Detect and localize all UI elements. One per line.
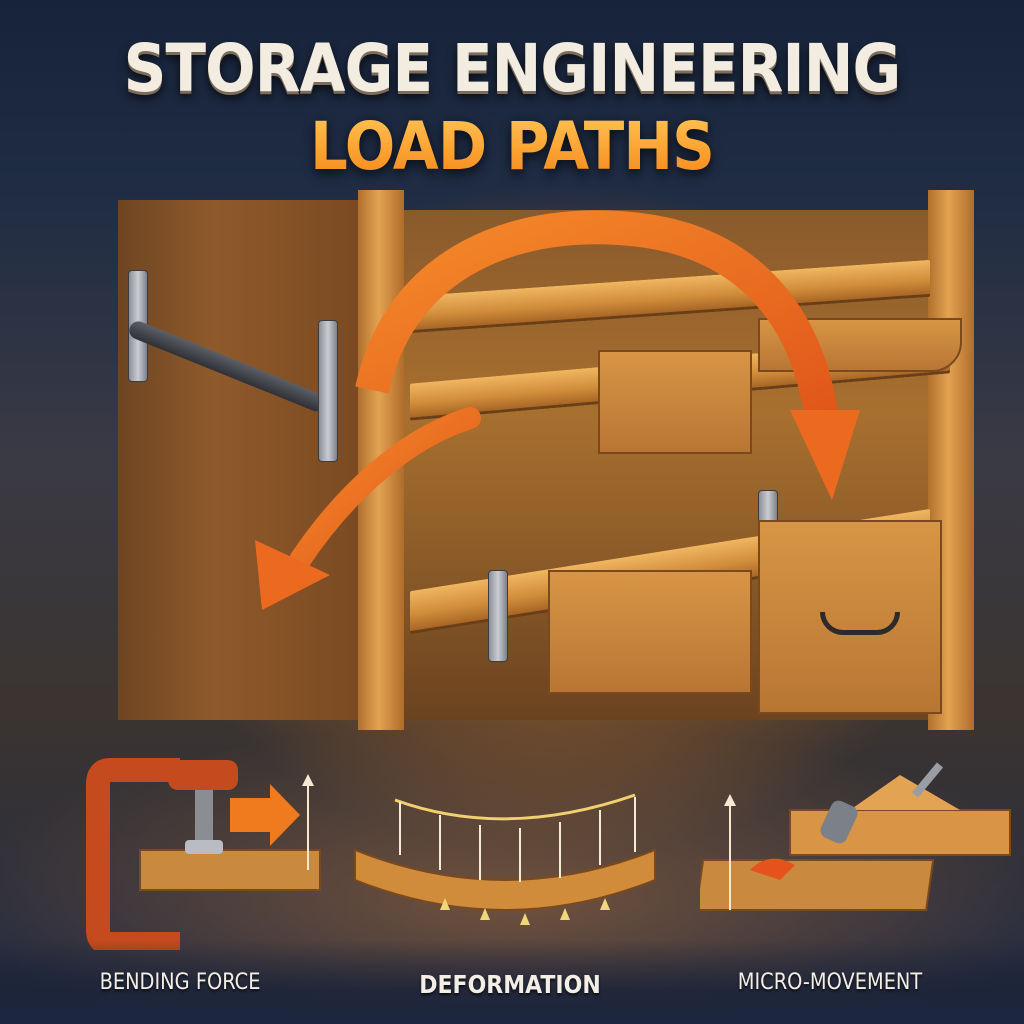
c-clamp-icon [86, 758, 321, 956]
bending-beam-icon [354, 793, 656, 925]
shifting-joint-icon [694, 762, 1011, 911]
lower-drawer [758, 520, 942, 714]
cabinet-side-panel [118, 200, 362, 720]
label-micro-movement: MICRO-MOVEMENT [737, 970, 923, 995]
label-bending-force: BENDING FORCE [99, 970, 261, 995]
diagonal-brace [126, 318, 329, 415]
deformation-panel [345, 740, 665, 950]
title-block: STORAGE ENGINEERING LOAD PATHS [0, 30, 1024, 186]
lower-drawer-left [548, 570, 752, 694]
cabinet-post-left [358, 190, 404, 730]
cabinet-illustration [118, 190, 974, 730]
drawer-handle [820, 612, 900, 635]
brace-plate [318, 320, 338, 462]
curved-tray [758, 318, 962, 372]
bottom-fade [0, 940, 1024, 1024]
shelf-bracket [488, 570, 508, 662]
bending-force-panel [70, 740, 370, 956]
upper-drawer [598, 350, 752, 454]
title-line-2: LOAD PATHS [51, 108, 973, 186]
micro-movement-panel [694, 740, 1024, 950]
title-line-1: STORAGE ENGINEERING [123, 30, 902, 107]
label-deformation: DEFORMATION [419, 970, 601, 999]
